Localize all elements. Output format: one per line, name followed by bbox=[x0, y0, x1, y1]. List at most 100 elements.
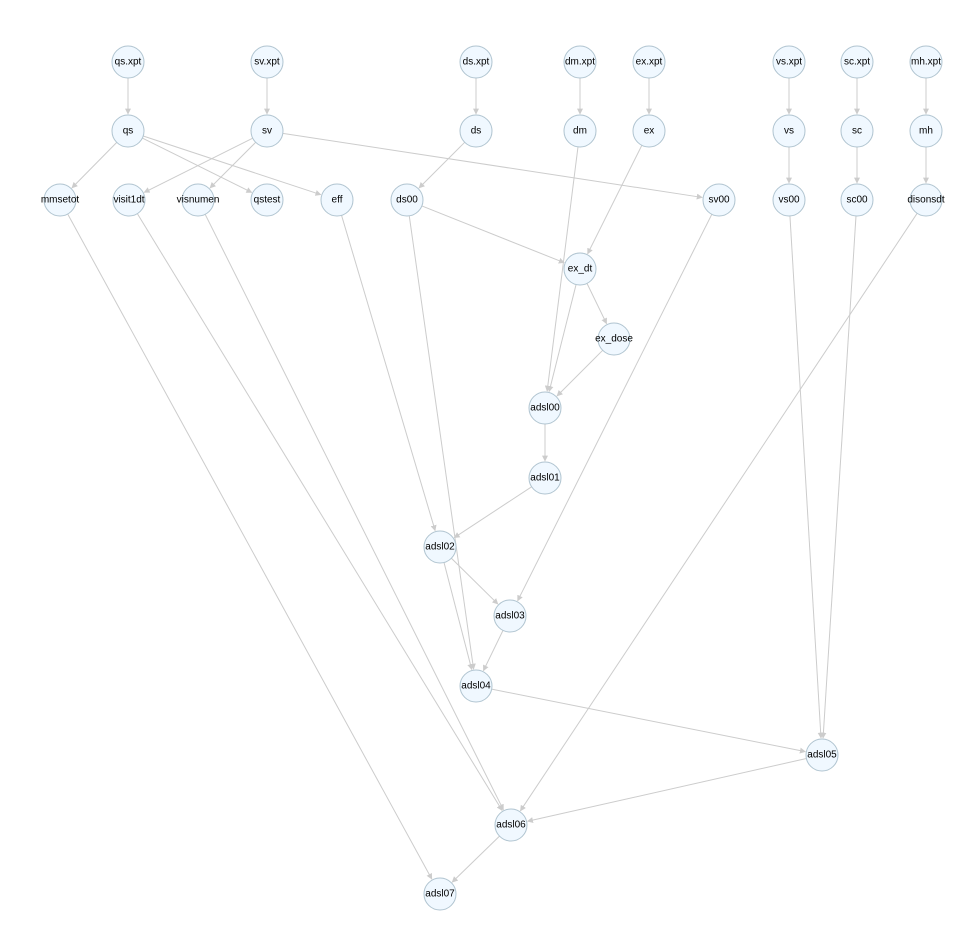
edge-ex-dt-to-adsl00 bbox=[547, 284, 577, 393]
node-adsl00[interactable]: adsl00 bbox=[528, 391, 562, 425]
edge-ex-to-ex-dt bbox=[587, 145, 643, 255]
node-adsl07[interactable]: adsl07 bbox=[423, 877, 457, 911]
node-vs-xpt[interactable]: vs.xpt bbox=[772, 45, 806, 79]
node-circle[interactable] bbox=[459, 114, 493, 148]
node-circle[interactable] bbox=[423, 877, 457, 911]
node-circle[interactable] bbox=[493, 599, 527, 633]
node-circle[interactable] bbox=[840, 183, 874, 217]
node-eff[interactable]: eff bbox=[320, 183, 354, 217]
node-mh[interactable]: mh bbox=[909, 114, 943, 148]
node-circle[interactable] bbox=[250, 183, 284, 217]
node-qs-xpt[interactable]: qs.xpt bbox=[111, 45, 145, 79]
node-adsl03[interactable]: adsl03 bbox=[493, 599, 527, 633]
node-circle[interactable] bbox=[909, 114, 943, 148]
node-circle[interactable] bbox=[563, 45, 597, 79]
edge-adsl05-to-adsl06 bbox=[526, 758, 807, 824]
node-mmsetot[interactable]: mmsetot bbox=[41, 183, 80, 217]
edge-adsl03-to-adsl04 bbox=[482, 630, 504, 672]
node-vs[interactable]: vs bbox=[772, 114, 806, 148]
edge-ex-dose-to-adsl00 bbox=[556, 349, 604, 397]
node-disonsdt[interactable]: disonsdt bbox=[907, 183, 945, 217]
node-ex[interactable]: ex bbox=[632, 114, 666, 148]
node-circle[interactable] bbox=[772, 114, 806, 148]
node-circle[interactable] bbox=[563, 252, 597, 286]
edge-qs-to-qstest bbox=[142, 137, 253, 193]
node-vs00[interactable]: vs00 bbox=[772, 183, 806, 217]
edge-adsl04-to-adsl05 bbox=[491, 688, 806, 754]
node-circle[interactable] bbox=[320, 183, 354, 217]
node-ex-dose[interactable]: ex_dose bbox=[595, 322, 633, 356]
node-sc-xpt[interactable]: sc.xpt bbox=[840, 45, 874, 79]
node-ds[interactable]: ds bbox=[459, 114, 493, 148]
node-dm-xpt[interactable]: dm.xpt bbox=[563, 45, 597, 79]
edge-visnumen-to-adsl06 bbox=[204, 214, 504, 811]
node-circle[interactable] bbox=[528, 391, 562, 425]
node-sv00[interactable]: sv00 bbox=[702, 183, 736, 217]
node-circle[interactable] bbox=[702, 183, 736, 217]
edge-sv00-to-adsl03 bbox=[517, 214, 713, 602]
node-sc[interactable]: sc bbox=[840, 114, 874, 148]
node-circle[interactable] bbox=[772, 183, 806, 217]
edge-ex-dt-to-ex-dose bbox=[586, 283, 608, 325]
node-circle[interactable] bbox=[250, 45, 284, 79]
nodes-layer: qs.xpt sv.xpt ds.xpt dm.xpt ex.xpt vs.xpt sc.x… bbox=[41, 45, 945, 911]
edge-sv-to-visit1dt bbox=[143, 137, 253, 193]
node-circle[interactable] bbox=[909, 183, 943, 217]
node-adsl02[interactable]: adsl02 bbox=[423, 530, 457, 564]
node-circle[interactable] bbox=[181, 183, 215, 217]
edge-ds00-to-ex-dt bbox=[421, 205, 565, 264]
edge-disonsdt-to-adsl06 bbox=[519, 213, 918, 812]
node-dm[interactable]: dm bbox=[563, 114, 597, 148]
edge-eff-to-adsl02 bbox=[341, 215, 437, 532]
node-circle[interactable] bbox=[840, 114, 874, 148]
edge-ds-to-ds00 bbox=[418, 141, 466, 189]
node-circle[interactable] bbox=[632, 114, 666, 148]
node-circle[interactable] bbox=[111, 45, 145, 79]
node-ds-xpt[interactable]: ds.xpt bbox=[459, 45, 493, 79]
node-circle[interactable] bbox=[250, 114, 284, 148]
edge-sv-to-visnumen bbox=[209, 141, 257, 189]
node-circle[interactable] bbox=[423, 530, 457, 564]
node-mh-xpt[interactable]: mh.xpt bbox=[909, 45, 943, 79]
node-circle[interactable] bbox=[772, 45, 806, 79]
node-circle[interactable] bbox=[528, 461, 562, 495]
node-ex-xpt[interactable]: ex.xpt bbox=[632, 45, 666, 79]
node-circle[interactable] bbox=[494, 808, 528, 842]
edge-qs-to-mmsetot bbox=[71, 142, 118, 189]
node-adsl01[interactable]: adsl01 bbox=[528, 461, 562, 495]
node-adsl04[interactable]: adsl04 bbox=[459, 669, 493, 703]
node-ds00[interactable]: ds00 bbox=[390, 183, 424, 217]
node-sv-xpt[interactable]: sv.xpt bbox=[250, 45, 284, 79]
edge-adsl06-to-adsl07 bbox=[451, 835, 500, 883]
node-adsl06[interactable]: adsl06 bbox=[494, 808, 528, 842]
node-qstest[interactable]: qstest bbox=[250, 183, 284, 217]
node-circle[interactable] bbox=[840, 45, 874, 79]
node-sv[interactable]: sv bbox=[250, 114, 284, 148]
node-circle[interactable] bbox=[632, 45, 666, 79]
node-circle[interactable] bbox=[597, 322, 631, 356]
edge-sc00-to-adsl05 bbox=[820, 215, 857, 739]
node-visnumen[interactable]: visnumen bbox=[177, 183, 220, 217]
edge-mmsetot-to-adsl07 bbox=[67, 213, 433, 880]
node-circle[interactable] bbox=[390, 183, 424, 217]
edge-visit1dt-to-adsl06 bbox=[136, 213, 503, 812]
edge-sv-to-sv00 bbox=[282, 132, 703, 200]
edge-ds00-to-adsl04 bbox=[408, 215, 476, 670]
node-circle[interactable] bbox=[459, 669, 493, 703]
node-circle[interactable] bbox=[112, 183, 146, 217]
node-adsl05[interactable]: adsl05 bbox=[805, 738, 839, 772]
node-circle[interactable] bbox=[459, 45, 493, 79]
edge-adsl01-to-adsl02 bbox=[453, 486, 532, 539]
edge-vs00-to-adsl05 bbox=[789, 215, 824, 739]
node-visit1dt[interactable]: visit1dt bbox=[112, 183, 146, 217]
node-circle[interactable] bbox=[909, 45, 943, 79]
node-sc00[interactable]: sc00 bbox=[840, 183, 874, 217]
node-circle[interactable] bbox=[563, 114, 597, 148]
node-circle[interactable] bbox=[43, 183, 77, 217]
node-ex-dt[interactable]: ex_dt bbox=[563, 252, 597, 286]
node-circle[interactable] bbox=[805, 738, 839, 772]
node-qs[interactable]: qs bbox=[111, 114, 145, 148]
node-circle[interactable] bbox=[111, 114, 145, 148]
edge-dm-to-adsl00 bbox=[544, 146, 579, 392]
